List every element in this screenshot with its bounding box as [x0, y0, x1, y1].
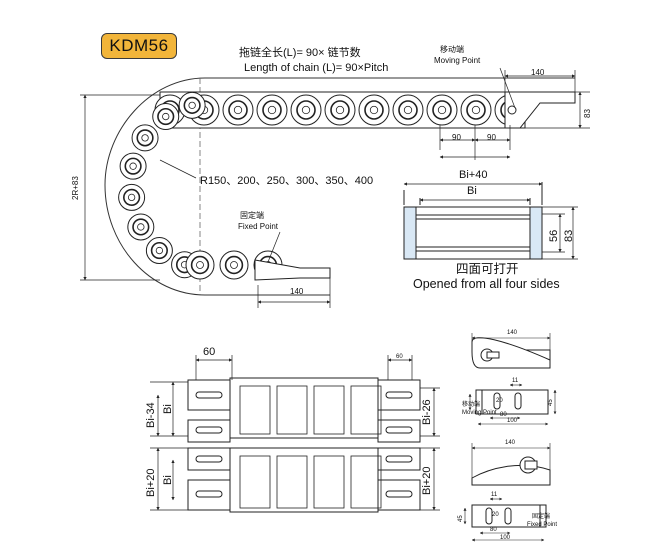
- chain-link-hole: [155, 246, 164, 255]
- chain-length-zh: 拖链全长(L)= 90× 链节数: [239, 47, 361, 59]
- moving-point-en: Moving Point: [434, 56, 481, 65]
- mb-dim-80: 80: [500, 412, 507, 418]
- chain-link-hole: [369, 105, 379, 115]
- dim-bottom-140: 140: [290, 287, 304, 296]
- section-caption-en: Opened from all four sides: [413, 277, 560, 291]
- plan-link-plate: [313, 385, 345, 435]
- fb-dim-100: 100: [500, 535, 511, 541]
- moving-point-zh: 移动端: [440, 45, 464, 54]
- chain-links-upper: [154, 94, 526, 126]
- chain-link-hole: [335, 105, 345, 115]
- moving-bracket-side: [504, 91, 576, 129]
- chain-link-hole: [137, 223, 145, 231]
- chain-link-hole: [267, 105, 277, 115]
- chain-link-hole: [196, 261, 204, 269]
- fb-label-zh: 固定端: [532, 514, 551, 520]
- plan-link-plate: [313, 455, 345, 509]
- mb-dim-20: 20: [496, 398, 503, 404]
- chain-link-hole: [230, 261, 238, 269]
- plan-dim-bi-bottom: Bi: [162, 475, 174, 485]
- chain-link-hole: [127, 193, 136, 202]
- chain-link-hole: [437, 105, 447, 115]
- dim-top-140: 140: [531, 68, 545, 77]
- plan-link-plate: [239, 455, 271, 509]
- fb-dim-140: 140: [505, 440, 516, 446]
- model-badge: KDM56: [101, 33, 177, 59]
- plan-dim-bi-plus-20-right: Bi+20: [421, 466, 433, 495]
- dim-83: 83: [563, 229, 575, 242]
- cross-section: [403, 182, 543, 260]
- chain-link-hole: [471, 105, 481, 115]
- plan-link-plate: [276, 455, 308, 509]
- chain-length-en: Length of chain (L)= 90×Pitch: [244, 62, 389, 74]
- mb-dim-140: 140: [507, 330, 518, 336]
- plan-dim-bi-top: Bi: [162, 404, 174, 414]
- plan-link-plate: [350, 455, 382, 509]
- mb-dim-45: 45: [548, 399, 554, 406]
- chain-link-hole: [162, 112, 170, 121]
- fb-dim-20: 20: [492, 512, 499, 518]
- plan-dim-top-60: 60: [203, 346, 216, 358]
- model-name: KDM56: [109, 36, 169, 55]
- chain-link-hole: [141, 134, 149, 142]
- plan-dim-bi-minus-34: Bi-34: [145, 402, 157, 428]
- plan-dim-bi-plus-20-left: Bi+20: [145, 468, 157, 497]
- dim-bi-plus-40: Bi+40: [459, 169, 488, 181]
- plan-link-plate: [239, 385, 271, 435]
- chain-link-hole: [129, 162, 137, 170]
- mb-label-en: Moving Point: [462, 410, 497, 416]
- bend-radii: R150、200、250、300、350、400: [200, 175, 374, 187]
- chain-envelope: [104, 77, 575, 296]
- dim-pitch-90-a: 90: [452, 133, 461, 142]
- fb-dim-45: 45: [458, 515, 464, 522]
- plan-dim-right-60: 60: [396, 354, 403, 360]
- fixed-bracket-side: [254, 259, 331, 281]
- fixed-point-zh: 固定端: [240, 211, 264, 220]
- plan-dim-bi-minus-26: Bi-26: [421, 399, 433, 425]
- fb-label-en: Fixed Point: [527, 522, 558, 528]
- dim-pitch-90-b: 90: [487, 133, 496, 142]
- fixed-point-en: Fixed Point: [238, 222, 279, 231]
- dim-56: 56: [548, 229, 560, 242]
- section-caption-zh: 四面可打开: [456, 262, 519, 276]
- chain-link-hole: [301, 105, 311, 115]
- dim-right-83: 83: [583, 109, 592, 118]
- plan-link-plate: [276, 385, 308, 435]
- plan-link-plate: [350, 385, 382, 435]
- moving-bracket-detail: [471, 337, 551, 415]
- fb-dim-11: 11: [491, 492, 498, 498]
- mb-dim-11: 11: [512, 378, 519, 384]
- mb-dim-100: 100: [507, 418, 518, 424]
- chain-link-hole: [188, 101, 196, 109]
- plan-view: [187, 377, 421, 513]
- plan-links: [239, 385, 382, 509]
- chain-link-hole: [233, 105, 243, 115]
- chain-link-hole: [403, 105, 413, 115]
- mb-label-zh: 移动端: [462, 402, 481, 408]
- fixed-bracket-detail: [471, 456, 551, 528]
- dim-bi: Bi: [467, 185, 477, 197]
- dim-2r-83: 2R+83: [71, 176, 80, 200]
- fb-dim-80: 80: [490, 527, 497, 533]
